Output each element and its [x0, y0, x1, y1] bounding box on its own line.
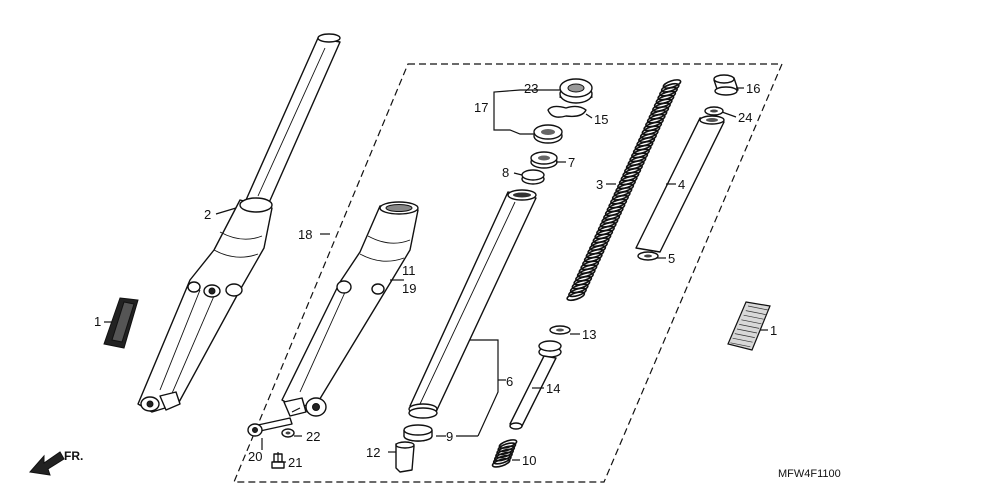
fork-piston-part — [509, 340, 562, 430]
fork-slider-part — [281, 201, 419, 417]
reflector-left-part — [103, 297, 139, 349]
callout-15: 15 — [594, 112, 608, 127]
spring-collar-part — [635, 115, 725, 253]
callout-20: 20 — [248, 449, 262, 464]
callout-2: 2 — [204, 207, 211, 222]
stopper-ring-part — [547, 105, 587, 118]
callout-17: 17 — [474, 100, 488, 115]
guide-bushing-part — [521, 169, 545, 185]
fork-spring-part — [566, 79, 682, 302]
callout-4: 4 — [678, 177, 685, 192]
o-ring-part — [704, 106, 724, 116]
fork-bolt-part — [713, 74, 739, 96]
callout-labels: 1 1 2 3 4 5 6 7 8 9 10 11 12 13 14 15 16… — [94, 81, 777, 470]
callout-9: 9 — [446, 429, 453, 444]
leader-lines — [104, 87, 768, 463]
callout-11: 11 — [402, 263, 416, 278]
oil-lock-piece-part — [395, 441, 415, 473]
fork-tube-part — [408, 189, 537, 419]
callout-1-left: 1 — [94, 314, 101, 329]
callout-14: 14 — [546, 381, 560, 396]
piston-ring-part — [549, 325, 571, 335]
socket-bolt-part — [247, 417, 293, 437]
callout-1-right: 1 — [770, 323, 777, 338]
disassembly-frame — [233, 63, 783, 483]
callout-18: 18 — [298, 227, 312, 242]
front-direction-arrow: FR. — [29, 449, 83, 476]
callout-24: 24 — [738, 110, 752, 125]
front-direction-label: FR. — [64, 449, 83, 463]
sealing-washer-part — [281, 428, 295, 438]
callout-13: 13 — [582, 327, 596, 342]
callout-16: 16 — [746, 81, 760, 96]
callout-19: 19 — [402, 281, 416, 296]
callout-6: 6 — [506, 374, 513, 389]
callout-22: 22 — [306, 429, 320, 444]
fork-assembly-part — [137, 33, 341, 413]
oil-seal-part — [559, 78, 593, 104]
callout-3: 3 — [596, 177, 603, 192]
dust-seal-part — [533, 124, 563, 144]
callout-7: 7 — [568, 155, 575, 170]
reflector-right-part — [727, 301, 771, 351]
slide-bushing-part — [403, 424, 433, 442]
callout-10: 10 — [522, 453, 536, 468]
rebound-spring-part — [491, 439, 518, 468]
callout-23: 23 — [524, 81, 538, 96]
callout-12: 12 — [366, 445, 380, 460]
back-up-ring-part — [530, 151, 558, 169]
callout-5: 5 — [668, 251, 675, 266]
callout-8: 8 — [502, 165, 509, 180]
spring-seat-part — [637, 251, 659, 261]
callout-21: 21 — [288, 455, 302, 470]
diagram-code: MFW4F1100 — [778, 468, 841, 480]
